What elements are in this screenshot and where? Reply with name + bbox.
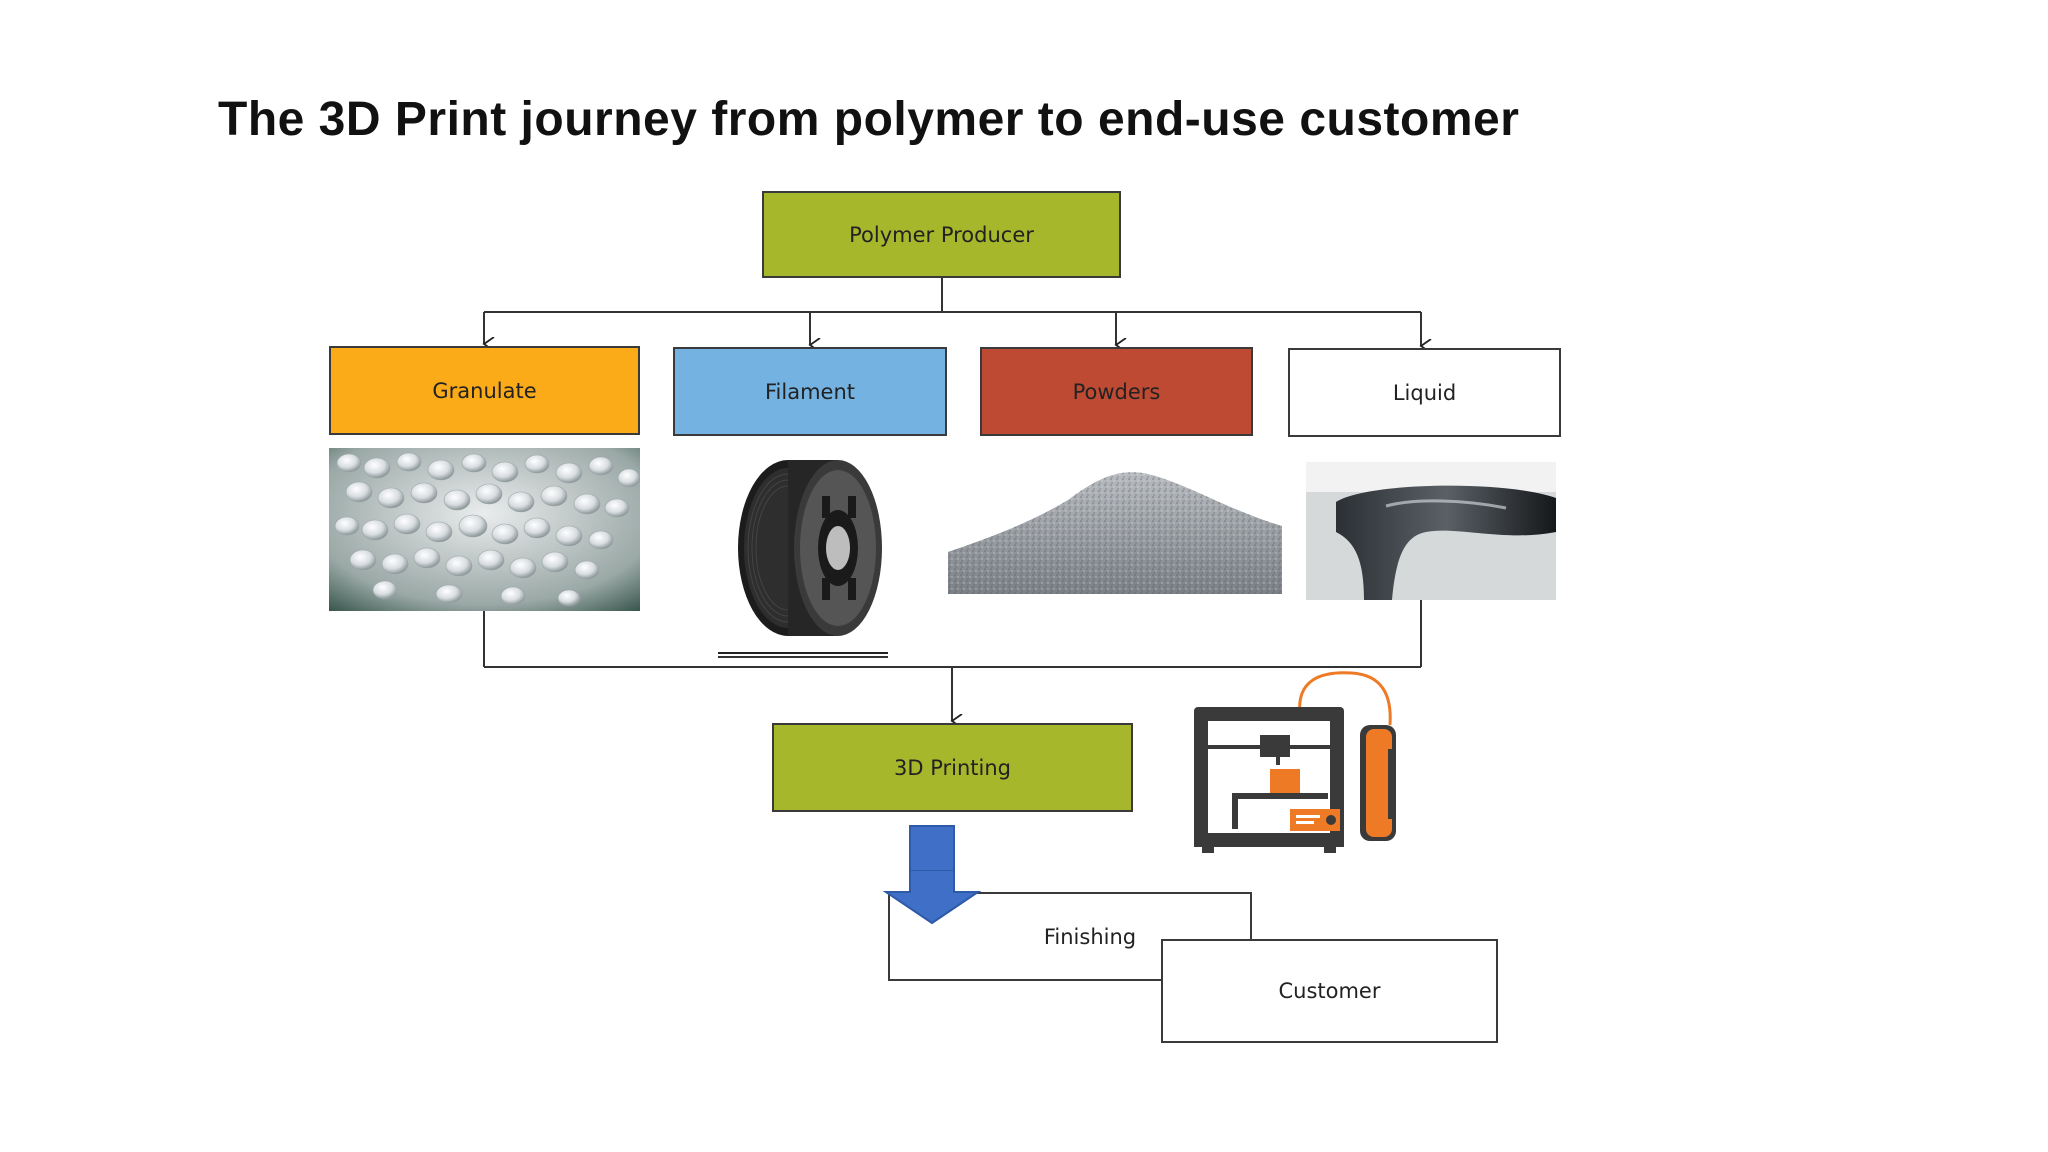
node-label: 3D Printing	[894, 755, 1011, 780]
node-label: Polymer Producer	[849, 222, 1034, 247]
node-label: Customer	[1278, 979, 1381, 1003]
powders-image	[948, 472, 1282, 594]
materials-merge-connector	[483, 597, 1422, 721]
node-powders: Powders	[980, 347, 1253, 436]
producer-branch-connector	[484, 278, 1421, 346]
granulate-image	[329, 448, 640, 611]
filament-image	[718, 460, 888, 654]
node-3d-printing: 3D Printing	[772, 723, 1133, 812]
node-label: Granulate	[432, 378, 537, 403]
node-label: Finishing	[1043, 924, 1137, 949]
node-label: Powders	[1072, 379, 1161, 404]
node-polymer-producer: Polymer Producer	[762, 191, 1121, 278]
node-label: Liquid	[1392, 380, 1457, 405]
big-down-arrow-tip	[882, 870, 982, 925]
node-label: Filament	[764, 379, 855, 404]
node-liquid: Liquid	[1288, 348, 1561, 437]
diagram-title: The 3D Print journey from polymer to end…	[218, 93, 1520, 146]
3d-printer-icon	[1194, 671, 1396, 853]
liquid-image	[1306, 462, 1556, 600]
node-granulate: Granulate	[329, 346, 640, 435]
node-filament: Filament	[673, 347, 947, 436]
node-customer: Customer	[1161, 939, 1498, 1043]
